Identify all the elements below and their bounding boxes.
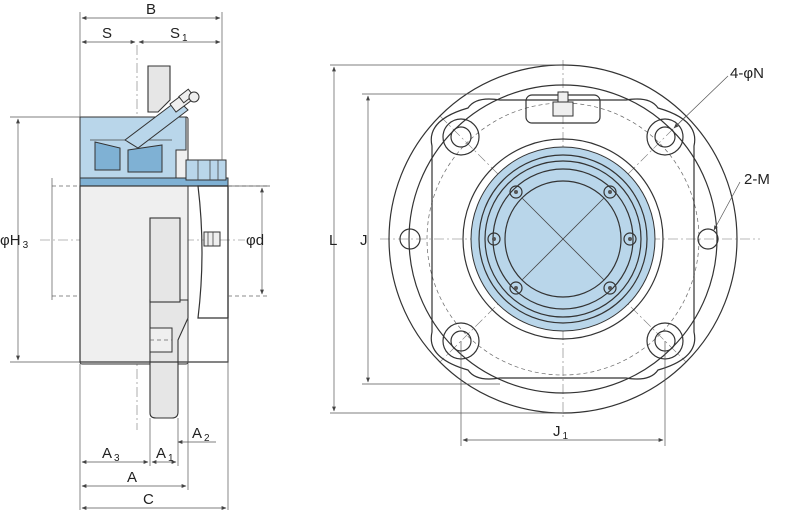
grease-nipple-hex (552, 101, 574, 117)
collar-right (197, 185, 229, 319)
label-L: L (329, 232, 337, 249)
label-4N: 4-φN (730, 65, 764, 82)
locking-collar (185, 159, 227, 181)
set-screw (203, 231, 221, 247)
tapped-holes-2M (399, 228, 719, 250)
label-B: B (146, 1, 156, 18)
roller-right (127, 144, 163, 173)
label-d: φd (246, 232, 264, 249)
flange-web (149, 217, 181, 303)
grease-passage (124, 99, 189, 149)
label-C: C (143, 491, 154, 508)
label-2M: 2-M (744, 171, 770, 188)
roller-left (94, 141, 121, 171)
grease-nipple-tip (557, 91, 569, 103)
label-S: S (102, 25, 112, 42)
side-view (10, 12, 270, 510)
pilot-circle (408, 84, 718, 394)
grease-nipple-side (169, 88, 200, 113)
flange-upper (147, 65, 171, 113)
label-A: A (127, 469, 137, 486)
leader-N (673, 75, 729, 129)
housing-bore-circle (462, 138, 664, 340)
set-screw-holes (487, 185, 637, 295)
front-view (330, 60, 760, 446)
label-J: J (360, 232, 368, 249)
bearing-inner-ring (504, 180, 622, 298)
leader-M (713, 181, 741, 231)
housing-boss (430, 98, 696, 380)
